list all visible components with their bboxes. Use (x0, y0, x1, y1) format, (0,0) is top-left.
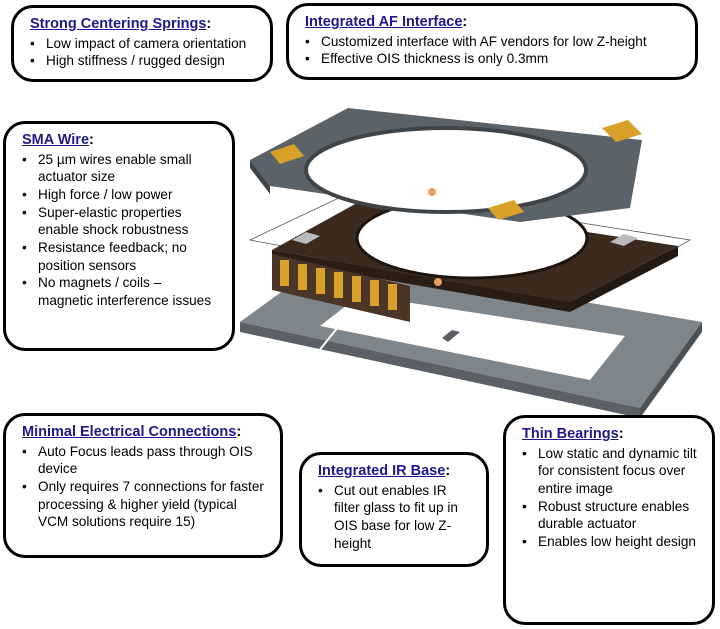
bullet-item: High stiffness / rugged design (30, 52, 258, 70)
ois-actuator-exploded-illustration (240, 108, 702, 418)
bullet-list: Low static and dynamic tilt for consiste… (522, 445, 700, 551)
callout-thin-bearings: Thin Bearings: Low static and dynamic ti… (503, 415, 715, 625)
bullet-item: Low impact of camera orientation (30, 35, 258, 53)
title-text: Minimal Electrical Connections (22, 424, 237, 440)
callout-sma-wire: SMA Wire: 25 µm wires enable small actua… (3, 121, 235, 351)
title-text: Strong Centering Springs (30, 16, 207, 32)
bullet-item: High force / low power (22, 186, 220, 204)
assembly-arrows (317, 310, 455, 407)
callout-title: Minimal Electrical Connections: (22, 424, 242, 440)
centering-spring-frame (250, 108, 642, 222)
callout-strong-centering-springs: Strong Centering Springs: Low impact of … (11, 5, 273, 82)
title-text: SMA Wire (22, 132, 90, 148)
bullet-list: Low impact of camera orientation High st… (30, 35, 258, 70)
bullet-item: Only requires 7 connections for faster p… (22, 478, 268, 531)
bullet-list: Cut out enables IR filter glass to fit u… (318, 482, 474, 553)
bullet-item: Robust structure enables durable actuato… (522, 498, 700, 533)
callout-integrated-af-interface: Integrated AF Interface: Customized inte… (286, 3, 698, 80)
bullet-list: 25 µm wires enable small actuator size H… (22, 151, 220, 310)
bullet-item: No magnets / coils – magnetic interferen… (22, 274, 220, 309)
bullet-list: Customized interface with AF vendors for… (305, 33, 683, 68)
callout-title: Strong Centering Springs: (30, 16, 212, 32)
gold-connector-pins (272, 254, 410, 322)
title-text: Integrated AF Interface (305, 14, 463, 30)
callout-title: SMA Wire: (22, 132, 94, 148)
callout-title: Thin Bearings: (522, 426, 624, 442)
bullet-item: Low static and dynamic tilt for consiste… (522, 445, 700, 498)
callout-integrated-ir-base: Integrated IR Base: Cut out enables IR f… (299, 452, 489, 567)
bullet-item: Auto Focus leads pass through OIS device (22, 443, 268, 478)
callout-minimal-electrical-connections: Minimal Electrical Connections: Auto Foc… (3, 413, 283, 558)
callout-title: Integrated AF Interface: (305, 14, 468, 30)
bullet-item: Super-elastic properties enable shock ro… (22, 204, 220, 239)
bullet-item: Resistance feedback; no position sensors (22, 239, 220, 274)
title-text: Thin Bearings (522, 426, 619, 442)
bullet-item: Customized interface with AF vendors for… (305, 33, 683, 51)
bullet-item: 25 µm wires enable small actuator size (22, 151, 220, 186)
bullet-list: Auto Focus leads pass through OIS device… (22, 443, 268, 531)
bullet-item: Cut out enables IR filter glass to fit u… (318, 482, 474, 553)
title-text: Integrated IR Base (318, 463, 446, 479)
bullet-item: Enables low height design (522, 533, 700, 551)
callout-title: Integrated IR Base: (318, 463, 451, 479)
bullet-item: Effective OIS thickness is only 0.3mm (305, 50, 683, 68)
